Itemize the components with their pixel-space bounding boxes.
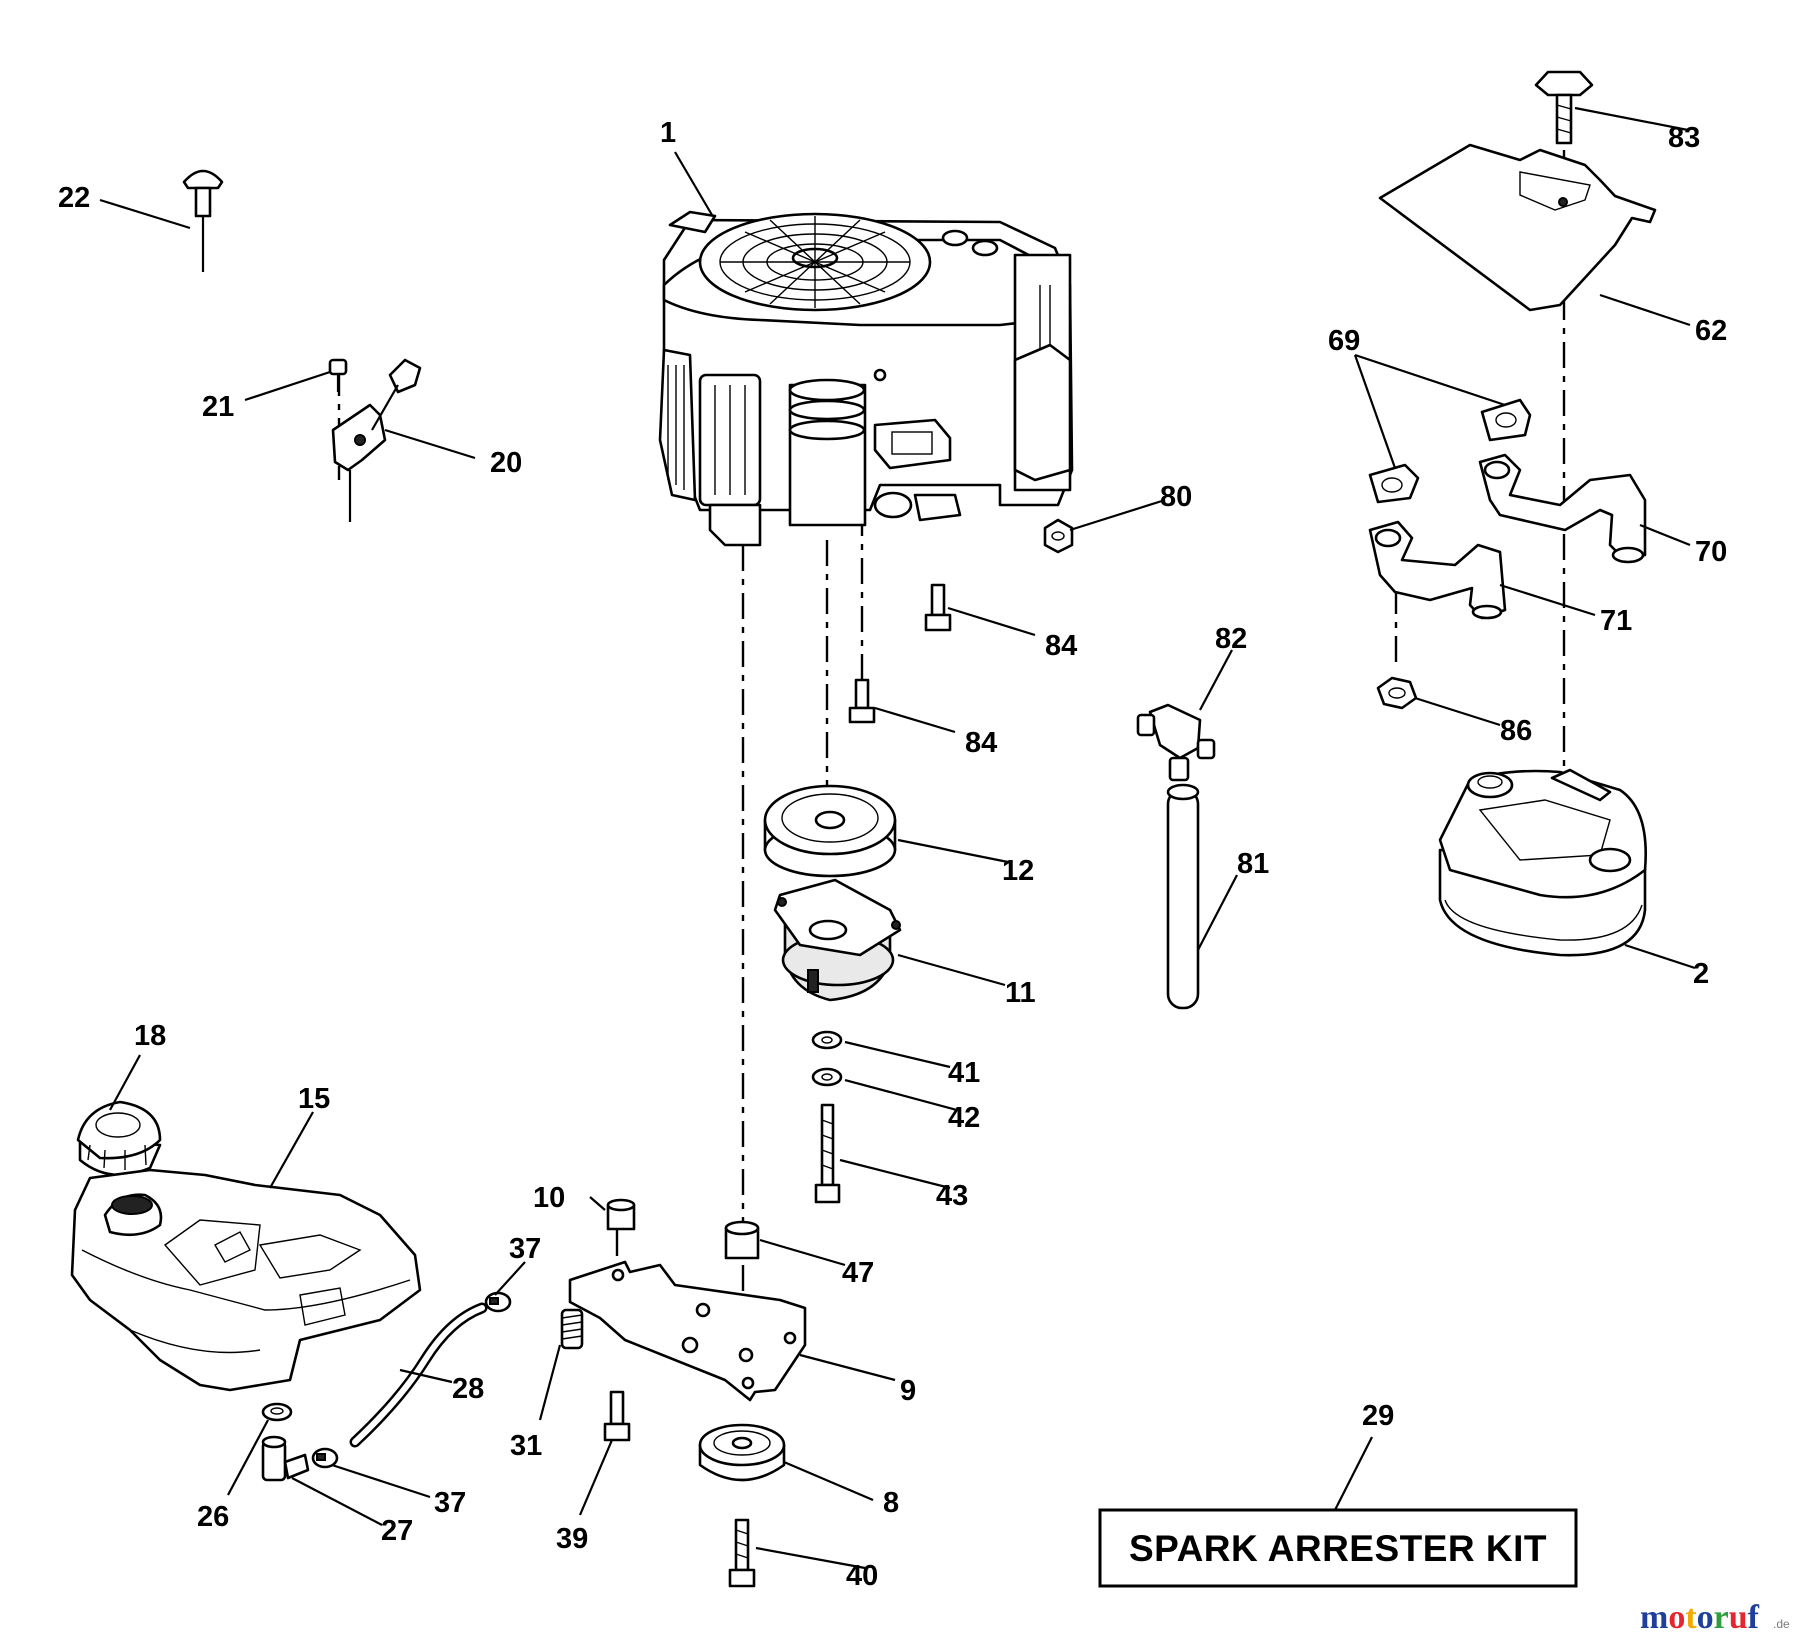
label-27: 27 [381,1515,413,1547]
bushing-part-10 [606,1198,636,1231]
fuel-cap-part-18 [76,1100,162,1177]
label-29: 29 [1362,1400,1394,1432]
fitting-part-82 [1136,703,1216,782]
wm-o1: o [1668,1599,1685,1636]
label-15: 15 [298,1083,330,1115]
leader-lines [99,106,1696,1570]
label-18: 18 [134,1020,166,1052]
clamp-part-37b [311,1447,339,1469]
bolt-part-43 [814,1103,841,1204]
wm-m: m [1640,1599,1668,1636]
fitting-part-27 [261,1435,310,1482]
label-9: 9 [900,1375,916,1407]
label-84b: 84 [965,727,997,759]
label-31: 31 [510,1430,542,1462]
washer-part-42 [811,1067,843,1087]
label-20: 20 [490,447,522,479]
label-2: 2 [1693,958,1709,990]
label-81: 81 [1237,848,1269,880]
bolt-part-40 [728,1518,756,1588]
exhaust-pipe-part-71 [1368,520,1507,620]
label-43: 43 [936,1180,968,1212]
spacer-part-47 [724,1220,760,1260]
label-12: 12 [1002,855,1034,887]
label-47: 47 [842,1257,874,1289]
label-71: 71 [1600,605,1632,637]
label-41: 41 [948,1057,980,1089]
part-labels: 1 22 21 20 80 84 84 12 11 41 42 43 47 10… [58,117,1727,1592]
motoruf-watermark: motoruf .de [1640,1599,1790,1636]
nut-part-86 [1376,676,1418,710]
spring-part-31 [560,1308,584,1350]
bolt-part-84b [848,678,876,724]
label-22: 22 [58,182,90,214]
spark-arrester-kit-label: SPARK ARRESTER KIT [1129,1528,1547,1569]
nut-part-80 [1043,518,1074,554]
pulley-part-12 [763,784,897,878]
label-10: 10 [533,1182,565,1214]
wm-o2: o [1697,1599,1714,1636]
grommet-part-26 [261,1402,293,1422]
wm-suffix: .de [1773,1617,1790,1631]
label-62: 62 [1695,315,1727,347]
label-26: 26 [197,1501,229,1533]
label-37b: 37 [434,1487,466,1519]
wm-t: t [1685,1599,1697,1636]
exhaust-pipe-part-70 [1478,453,1647,564]
tube-part-81 [1166,783,1200,1010]
clamp-part-37a [484,1291,512,1313]
label-80: 80 [1160,481,1192,513]
label-82: 82 [1215,623,1247,655]
label-40: 40 [846,1560,878,1592]
spark-arrester-kit-box: SPARK ARRESTER KIT [1098,1508,1578,1588]
bolt-part-83 [1534,70,1594,145]
label-84a: 84 [1045,630,1077,662]
label-83: 83 [1668,122,1700,154]
wm-u: u [1729,1599,1748,1636]
washer-part-41 [811,1030,843,1050]
label-86: 86 [1500,715,1532,747]
label-21: 21 [202,391,234,423]
idler-pulley-part-8 [698,1423,786,1482]
cable-bracket-part-20 [331,358,422,522]
label-42: 42 [948,1102,980,1134]
muffler-part-2 [1438,768,1647,957]
gasket-part-69b [1368,463,1420,504]
label-28: 28 [452,1373,484,1405]
wm-r: r [1714,1599,1729,1636]
label-8: 8 [883,1487,899,1519]
label-37a: 37 [509,1233,541,1265]
plunger-part-22 [182,169,224,272]
fuel-tank-part-15 [70,1168,422,1392]
label-39: 39 [556,1523,588,1555]
label-11: 11 [1005,977,1036,1009]
gasket-part-69a [1480,398,1532,442]
label-1: 1 [660,117,676,149]
bolt-part-39 [603,1390,631,1442]
screw-part-21 [328,358,348,392]
svg-text:motoruf: motoruf [1640,1599,1760,1636]
label-69: 69 [1328,325,1360,357]
label-70: 70 [1695,536,1727,568]
clutch-part-11 [773,878,902,1002]
bolt-part-84a [924,583,952,632]
shield-part-62 [1378,143,1657,312]
wm-f: f [1748,1599,1760,1636]
bracket-part-9 [568,1260,807,1402]
fuel-line-part-28 [349,1302,488,1448]
engine-part-1 [658,210,1074,547]
